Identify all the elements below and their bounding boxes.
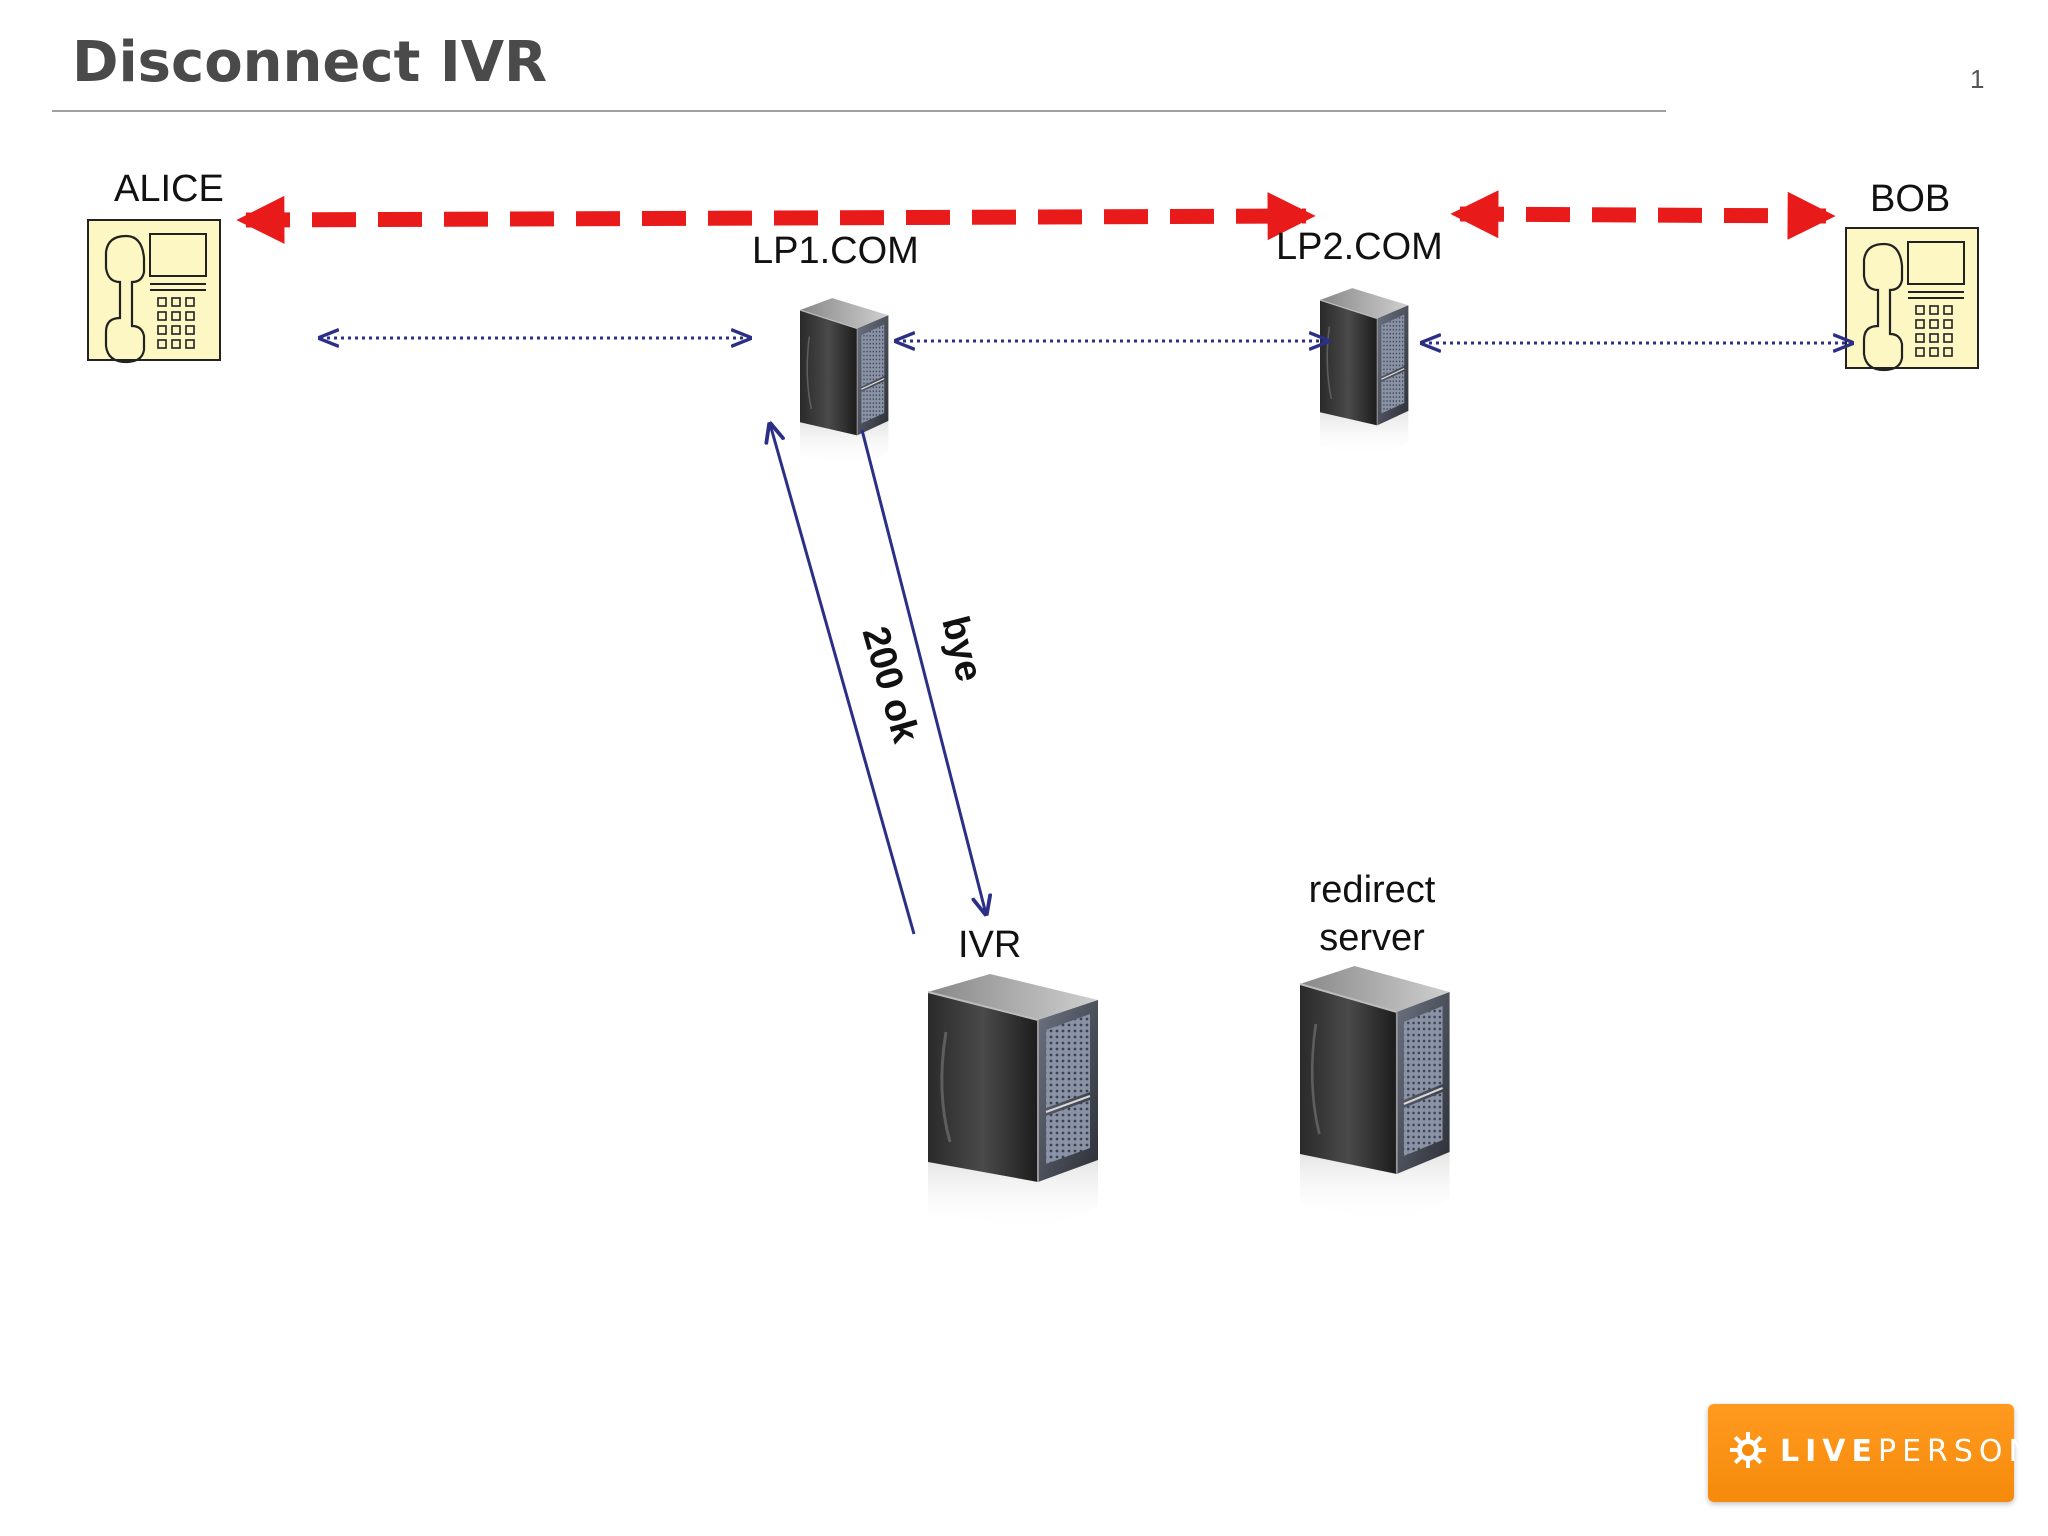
liveperson-logo: LIVEPERSON xyxy=(1708,1404,2031,1502)
media-path-alice-lp2-arrow xyxy=(236,192,1316,244)
redirect-label-line2: server xyxy=(1319,917,1425,959)
lp1-label: LP1.COM xyxy=(752,230,919,272)
logo-text-live: LIVE xyxy=(1780,1434,1878,1469)
lp2-label: LP2.COM xyxy=(1276,226,1443,268)
bob-label: BOB xyxy=(1870,178,1951,220)
redirect-server-icon xyxy=(1298,964,1452,1226)
alice-phone-icon xyxy=(86,218,222,364)
slide-title: Disconnect IVR xyxy=(72,30,548,95)
logo-text-person: PERSON xyxy=(1878,1434,2037,1469)
alice-label: ALICE xyxy=(114,168,224,210)
lp1-server-icon xyxy=(799,297,890,470)
ivr-server-icon xyxy=(926,972,1100,1234)
page-number: 1 xyxy=(1970,64,1985,94)
bob-phone-icon xyxy=(1844,226,1980,372)
lp2-server-icon xyxy=(1319,287,1410,460)
media-path-lp2-bob-arrow xyxy=(1450,190,1836,240)
logo-wordmark: LIVEPERSON xyxy=(1780,1434,2037,1469)
ivr-label: IVR xyxy=(958,924,1022,966)
title-divider xyxy=(52,110,1666,112)
bye-arrow xyxy=(860,429,986,914)
redirect-label-line1: redirect xyxy=(1308,869,1436,911)
ok-arrow xyxy=(770,424,916,935)
redirect-server-label: redirect server xyxy=(1296,866,1448,962)
sun-logo-icon xyxy=(1730,1432,1766,1468)
